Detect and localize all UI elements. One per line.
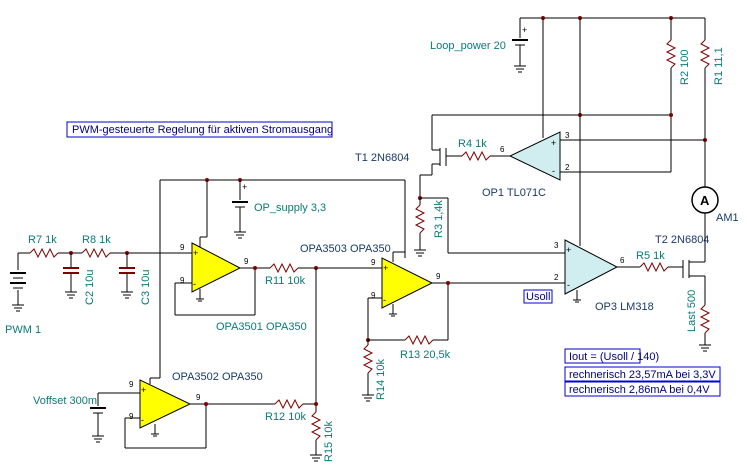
svg-text:-: - bbox=[193, 279, 196, 289]
r2-label: R2 100 bbox=[679, 50, 691, 85]
r14-label: R14 10k bbox=[375, 359, 387, 400]
pwm-label: PWM 1 bbox=[5, 324, 41, 336]
r15-label: R15 10k bbox=[323, 421, 335, 462]
svg-text:+: + bbox=[193, 248, 198, 258]
svg-text:-: - bbox=[567, 280, 570, 290]
last-label: Last 500 bbox=[686, 290, 698, 332]
transistor-t1: T1 2N6804 bbox=[355, 115, 447, 175]
ammeter-label: AM1 bbox=[716, 212, 739, 224]
r7-label: R7 1k bbox=[28, 234, 57, 246]
svg-text:-: - bbox=[141, 415, 144, 425]
r4-label: R4 1k bbox=[458, 138, 487, 150]
r5-label: R5 1k bbox=[636, 250, 665, 262]
info-line-2: rechnerisch 2,86mA bei 0,4V bbox=[569, 384, 710, 396]
svg-text:6: 6 bbox=[620, 256, 625, 265]
svg-text:-: - bbox=[552, 166, 555, 176]
svg-text:2: 2 bbox=[554, 273, 559, 282]
ammeter-am1: A AM1 bbox=[691, 186, 739, 224]
svg-text:+: + bbox=[141, 385, 146, 395]
svg-text:3: 3 bbox=[565, 131, 570, 140]
r8-label: R8 1k bbox=[82, 234, 111, 246]
formula-text: Iout = (Usoll / 140) bbox=[569, 351, 659, 363]
r13-label: R13 20,5k bbox=[400, 349, 451, 361]
svg-text:+: + bbox=[566, 245, 571, 255]
voffset-source: Voffset 300m bbox=[33, 393, 106, 443]
opa3503-label: OPA3503 OPA350 bbox=[300, 243, 391, 255]
capacitor-c2: C2 10u bbox=[63, 253, 96, 305]
c3-label: C3 10u bbox=[140, 270, 152, 305]
svg-text:9: 9 bbox=[180, 276, 185, 285]
c2-label: C2 10u bbox=[84, 270, 96, 305]
ammeter-symbol: A bbox=[700, 193, 710, 208]
usoll-label: Usoll bbox=[526, 291, 550, 303]
capacitor-c3: C3 10u bbox=[119, 253, 152, 305]
svg-text:-: - bbox=[383, 295, 386, 305]
opamp-opa3502: + - 9 9 9 OPA3502 OPA350 bbox=[129, 371, 263, 437]
opa3501-label: OPA3501 OPA350 bbox=[216, 321, 307, 333]
svg-text:9: 9 bbox=[129, 412, 134, 421]
info-box: Iout = (Usoll / 140) rechnerisch 23,57mA… bbox=[564, 348, 721, 397]
r12-label: R12 10k bbox=[265, 411, 306, 423]
t2-label: T2 2N6804 bbox=[655, 234, 709, 246]
opamp-op1: + - 3 2 6 OP1 TL071C bbox=[482, 131, 570, 199]
pwm-source: PWM 1 bbox=[5, 253, 41, 336]
loop-power-source: + Loop_power 20 bbox=[430, 18, 528, 73]
opamp-op3: + - 3 2 6 OP3 LM318 bbox=[554, 239, 654, 313]
loop-power-label: Loop_power 20 bbox=[430, 40, 506, 52]
svg-text:+: + bbox=[551, 138, 556, 148]
t1-label: T1 2N6804 bbox=[355, 152, 409, 164]
svg-text:2: 2 bbox=[565, 163, 570, 172]
op-supply-source: + OP_supply 3,3 bbox=[232, 180, 326, 239]
transistor-t2: T2 2N6804 bbox=[655, 234, 709, 278]
svg-text:9: 9 bbox=[436, 272, 441, 281]
op-supply-label: OP_supply 3,3 bbox=[254, 202, 326, 214]
svg-text:9: 9 bbox=[180, 243, 185, 252]
svg-text:9: 9 bbox=[244, 257, 249, 266]
svg-text:+: + bbox=[383, 263, 388, 273]
svg-text:9: 9 bbox=[129, 380, 134, 389]
op1-label: OP1 TL071C bbox=[482, 187, 546, 199]
r11-label: R11 10k bbox=[265, 275, 306, 287]
opamp-opa3503: + - 9 9 9 OPA3503 OPA350 bbox=[300, 243, 441, 317]
usoll-node: Usoll bbox=[523, 289, 553, 304]
r1-label: R1 11,1 bbox=[713, 47, 725, 85]
svg-text:3: 3 bbox=[554, 241, 559, 250]
opamp-opa3501: + - 9 9 9 OPA3501 OPA350 bbox=[180, 237, 307, 333]
svg-text:+: + bbox=[522, 25, 527, 35]
opa3502-label: OPA3502 OPA350 bbox=[172, 371, 263, 383]
title-box: PWM-gesteuerte Regelung für aktiven Stro… bbox=[66, 121, 333, 138]
diagram-title: PWM-gesteuerte Regelung für aktiven Stro… bbox=[72, 124, 333, 136]
r3-label: R3 1,4k bbox=[433, 200, 445, 238]
svg-text:+: + bbox=[242, 182, 247, 192]
svg-text:9: 9 bbox=[371, 291, 376, 300]
svg-text:9: 9 bbox=[196, 393, 201, 402]
info-line-1: rechnerisch 23,57mA bei 3,3V bbox=[569, 369, 716, 381]
voffset-label: Voffset 300m bbox=[33, 395, 97, 407]
svg-text:6: 6 bbox=[500, 145, 505, 154]
svg-text:9: 9 bbox=[371, 258, 376, 267]
op3-label: OP3 LM318 bbox=[595, 301, 654, 313]
